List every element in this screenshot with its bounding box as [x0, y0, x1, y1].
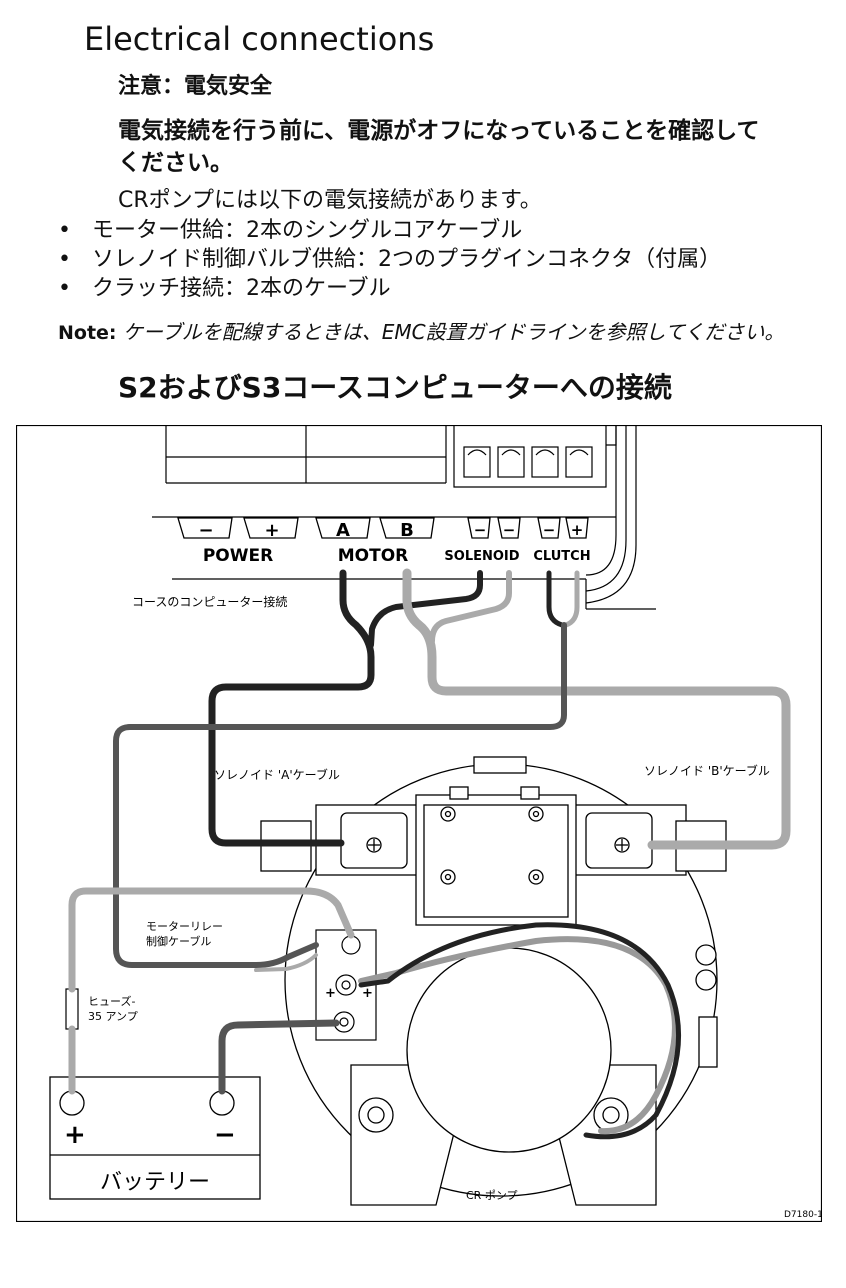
terminal-solenoid-1	[467, 517, 491, 539]
caution-heading: 注意：電気安全	[118, 74, 273, 99]
socket-1	[463, 446, 491, 478]
pump-top-nub	[473, 756, 527, 774]
battery-negative-cable	[218, 1019, 340, 1095]
bullet-item: • モーター供給：2本のシングルコアケーブル	[58, 212, 522, 244]
bullet-dot-icon: •	[58, 247, 71, 272]
pump-bolt	[695, 944, 717, 966]
terminal-symbol: −	[543, 521, 556, 539]
terminal-power-neg	[177, 517, 233, 539]
bullet-text: ソレノイド制御バルブ供給：2つのプラグインコネクタ（付属）	[92, 247, 722, 272]
note-text: ケーブルを配線するときは、EMC設置ガイドラインを参照してください。	[122, 320, 785, 344]
terminal-clutch-neg	[537, 517, 561, 539]
battery-label: バッテリー	[100, 1170, 210, 1195]
relay-plus-right: +	[362, 986, 373, 1001]
bullet-dot-icon: •	[58, 218, 71, 243]
fuse	[65, 988, 79, 1030]
course-computer-label: コースのコンピューター接続	[132, 594, 287, 609]
clutch-wire-1	[546, 570, 565, 628]
cables	[68, 568, 791, 1140]
battery-terminal-pos	[59, 1090, 85, 1116]
relay-plus-left: +	[325, 986, 336, 1001]
motor-b-cable	[402, 568, 791, 850]
battery-plus-label: +	[64, 1120, 86, 1150]
solenoid-black-wire	[368, 570, 483, 648]
terminal-symbol: −	[198, 520, 213, 541]
solenoid-b-label: ソレノイド 'B'ケーブル	[644, 763, 770, 778]
pump-label: CR ポンプ	[466, 1189, 518, 1202]
page-title: Electrical connections	[84, 20, 435, 58]
pump-port	[406, 947, 612, 1153]
group-label-solenoid: SOLENOID	[444, 549, 519, 564]
bullet-item: • クラッチ接続：2本のケーブル	[58, 270, 391, 302]
clutch-wire-2	[563, 570, 580, 628]
fuse-label-line-2: 35 アンプ	[88, 1010, 138, 1023]
socket-3	[531, 446, 559, 478]
terminal-clutch-pos	[565, 517, 589, 539]
bullet-text: モーター供給：2本のシングルコアケーブル	[92, 218, 523, 243]
terminal-symbol: A	[336, 520, 350, 541]
pump-grey-wire	[358, 936, 678, 1135]
terminal-power-pos	[243, 517, 299, 539]
socket-2	[497, 446, 525, 478]
terminal-symbol: −	[474, 521, 487, 539]
pump-black-wire	[358, 922, 682, 1140]
relay-label-line-1: モーターリレー	[146, 920, 223, 933]
solenoid-a-label: ソレノイド 'A'ケーブル	[214, 767, 340, 782]
terminal-symbol: −	[503, 521, 516, 539]
section-subtitle: S2およびS3コースコンピューターへの接続	[118, 371, 672, 404]
battery	[49, 1076, 261, 1200]
solenoid-grey-wire	[429, 570, 512, 644]
intro-text: CRポンプには以下の電気接続があります。	[118, 188, 542, 213]
note: Note: ケーブルを配線するときは、EMC設置ガイドラインを参照してください。	[58, 316, 784, 345]
terminal-symbol: +	[264, 520, 279, 541]
pump-bolt	[695, 969, 717, 991]
relay-label-line-2: 制御ケーブル	[146, 934, 211, 948]
pump-bolt	[367, 1106, 385, 1124]
course-computer-housing	[152, 425, 656, 610]
bullet-text: クラッチ接続：2本のケーブル	[92, 276, 391, 301]
terminal-motor-a	[315, 517, 371, 539]
motor-a-cable	[208, 569, 375, 847]
warning-text-line-1: 電気接続を行う前に、電源がオフになっていることを確認して	[118, 118, 760, 144]
terminal-solenoid-2	[497, 517, 521, 539]
wiring-diagram: − + A B − − − + POWER MOTOR SOLENOID CLU…	[16, 425, 822, 1222]
battery-terminal-neg	[209, 1090, 235, 1116]
socket-4	[565, 446, 593, 478]
terminal-symbol: B	[400, 520, 414, 541]
terminal-symbol: +	[571, 521, 584, 539]
terminal-block	[177, 517, 589, 539]
relay-control-grey-tail	[254, 953, 318, 972]
bullet-dot-icon: •	[58, 276, 71, 301]
group-label-motor: MOTOR	[338, 546, 409, 566]
group-label-power: POWER	[203, 546, 273, 566]
figure-code: D7180-1	[784, 1210, 822, 1220]
terminal-motor-b	[379, 517, 435, 539]
fuse-positive-cable	[68, 887, 355, 1095]
pump-bolt	[602, 1106, 620, 1124]
connector-sockets	[463, 446, 593, 478]
group-label-clutch: CLUTCH	[533, 549, 590, 564]
warning-text-line-2: ください。	[118, 150, 233, 176]
relay-control-cable	[113, 622, 567, 968]
fuse-label-line-1: ヒューズ-	[88, 994, 135, 1008]
note-label: Note:	[58, 322, 117, 344]
pump-shaft-fitting	[698, 1016, 718, 1068]
bullet-item: • ソレノイド制御バルブ供給：2つのプラグインコネクタ（付属）	[58, 241, 721, 273]
battery-minus-label: −	[214, 1120, 236, 1150]
